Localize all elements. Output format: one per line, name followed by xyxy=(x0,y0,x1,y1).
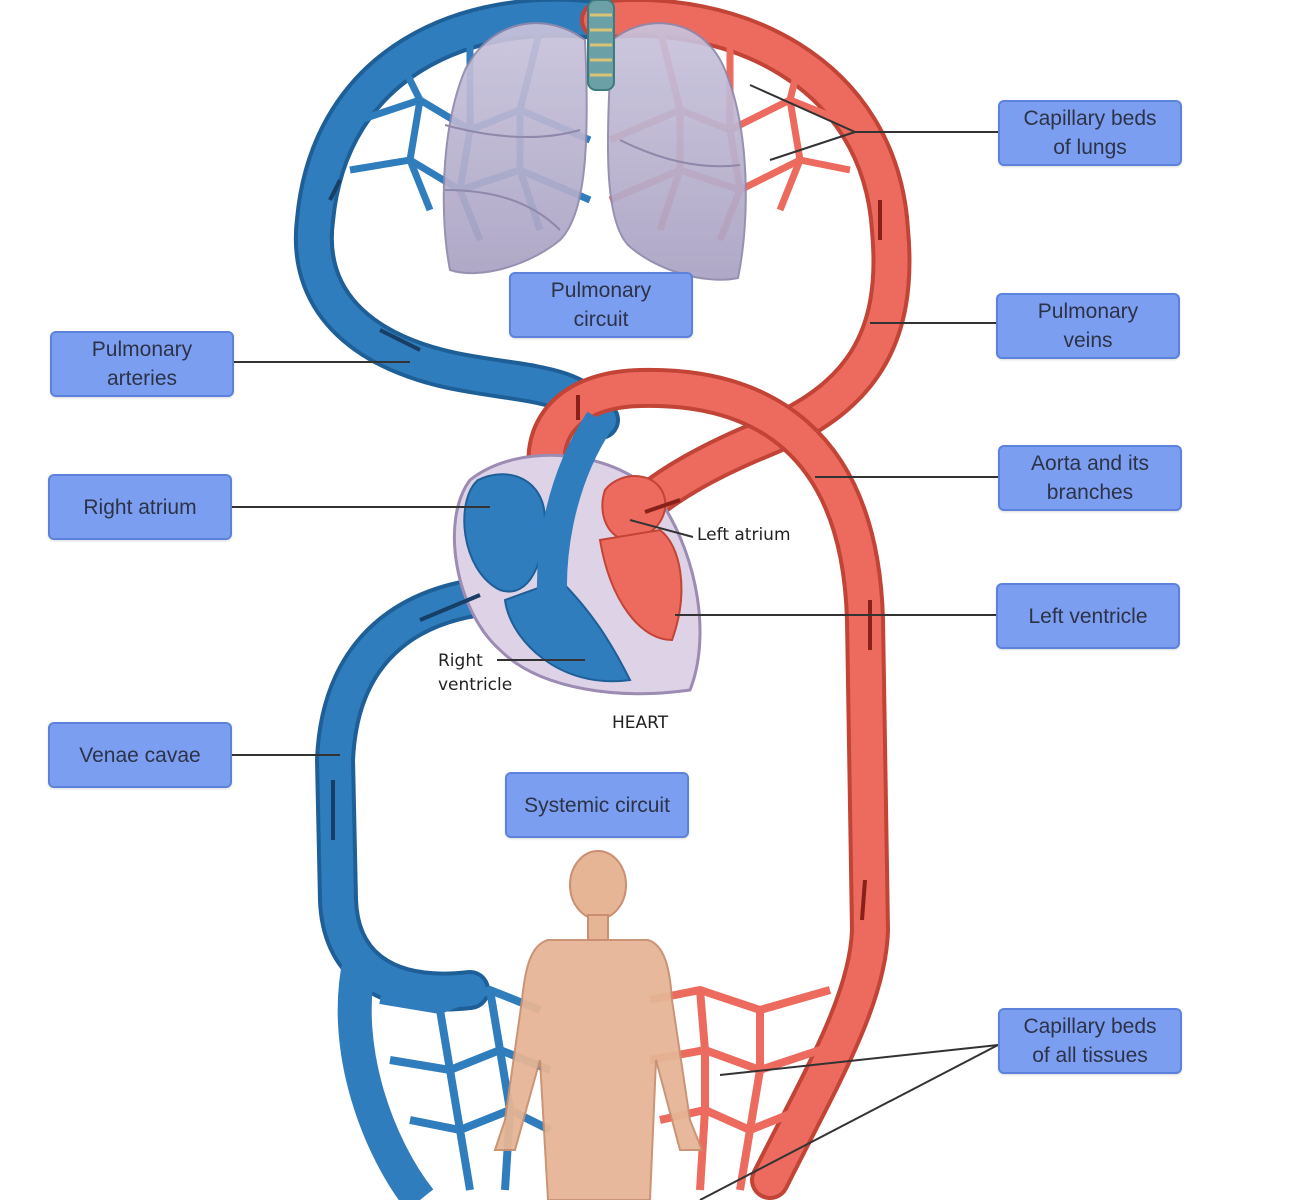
label-pulmonary-circuit-text: Pulmonary circuit xyxy=(550,279,652,331)
heart xyxy=(452,411,702,696)
label-capillary-beds-tissues[interactable]: Capillary beds of all tissues xyxy=(998,1008,1182,1074)
label-pulmonary-veins-text: Pulmonary veins xyxy=(1037,300,1139,352)
label-left-ventricle[interactable]: Left ventricle xyxy=(996,583,1180,649)
label-aorta[interactable]: Aorta and its branches xyxy=(998,445,1182,511)
label-aorta-text: Aorta and its branches xyxy=(1031,452,1149,504)
label-venae-cavae[interactable]: Venae cavae xyxy=(48,722,232,788)
annotation-right-ventricle: Right ventricle xyxy=(438,651,513,695)
flow-arrows xyxy=(328,179,882,921)
label-left-ventricle-text: Left ventricle xyxy=(1028,604,1148,628)
label-pulmonary-veins[interactable]: Pulmonary veins xyxy=(996,293,1180,359)
label-pulmonary-arteries-text: Pulmonary arteries xyxy=(91,338,193,390)
lungs xyxy=(442,0,747,281)
label-systemic-circuit[interactable]: Systemic circuit xyxy=(505,772,689,838)
label-capillary-beds-lungs[interactable]: Capillary beds of lungs xyxy=(998,100,1182,166)
label-pulmonary-circuit[interactable]: Pulmonary circuit xyxy=(509,272,693,338)
label-systemic-circuit-text: Systemic circuit xyxy=(524,793,670,817)
label-pulmonary-arteries[interactable]: Pulmonary arteries xyxy=(50,331,234,397)
label-right-atrium-text: Right atrium xyxy=(83,495,197,519)
label-capillary-beds-tissues-text: Capillary beds of all tissues xyxy=(1023,1015,1157,1067)
label-capillary-beds-lungs-text: Capillary beds of lungs xyxy=(1023,107,1157,159)
label-right-atrium[interactable]: Right atrium xyxy=(48,474,232,540)
label-venae-cavae-text: Venae cavae xyxy=(79,743,201,767)
pulmonary-capillary-loop xyxy=(293,0,912,530)
leader-lines xyxy=(231,84,999,1200)
systemic-loop xyxy=(314,367,891,1200)
human-body-figure xyxy=(493,850,704,1200)
annotation-heart: HEART xyxy=(612,713,669,733)
annotation-left-atrium: Left atrium xyxy=(697,525,791,545)
